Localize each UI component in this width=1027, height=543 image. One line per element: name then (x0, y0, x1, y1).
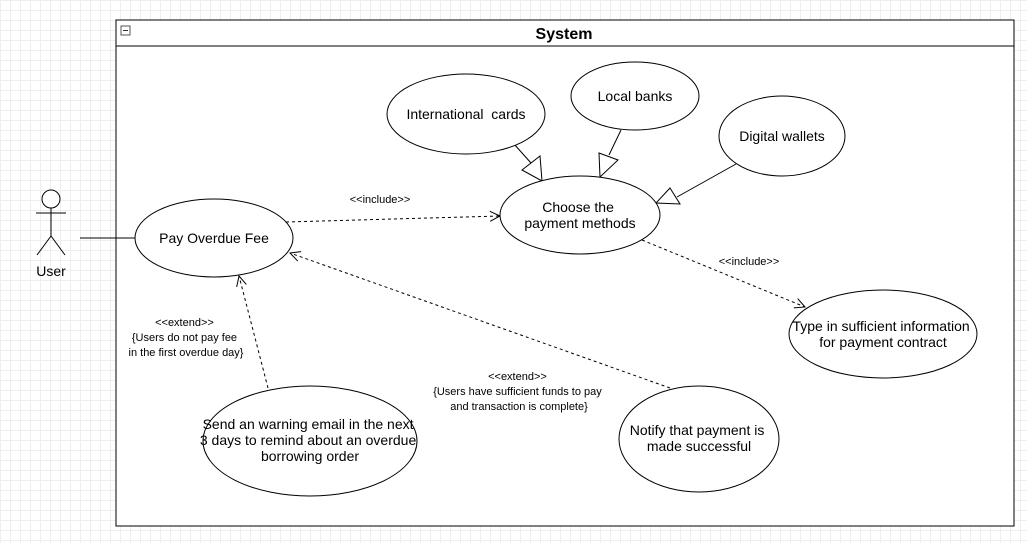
usecase-label: Local banks (598, 88, 673, 104)
extend-label-line: in the first overdue day} (129, 347, 244, 359)
usecase-label-line: borrowing order (261, 448, 359, 464)
usecase-type-information[interactable]: Type in sufficient information for payme… (788, 289, 978, 379)
usecase-label: Pay Overdue Fee (159, 230, 269, 246)
extend-arrow-2 (290, 253, 671, 389)
usecase-label-line: Type in sufficient information (792, 318, 969, 334)
extend-label-line: {Users have sufficient funds to pay (433, 386, 602, 398)
extend-label-line: {Users do not pay fee (132, 332, 237, 344)
extend-label-2: <<extend>> {Users have sufficient funds … (433, 371, 605, 413)
generalization-intl-cards (513, 143, 543, 182)
usecase-label-line: payment methods (524, 215, 635, 231)
usecase-label-line: made successful (647, 438, 751, 454)
usecase-digital-wallets[interactable]: Digital wallets (718, 95, 846, 177)
usecase-label-line: for payment contract (819, 334, 947, 350)
generalization-local-banks (598, 129, 622, 179)
usecase-label-line: Choose the (542, 199, 614, 215)
extend-label-1: <<extend>> {Users do not pay fee in the … (129, 317, 244, 359)
extend-label-line: <<extend>> (488, 371, 547, 383)
usecase-send-warning-email[interactable]: Send an warning email in the next 3 days… (200, 385, 420, 497)
system-title: System (536, 26, 593, 43)
include-label-2: <<include>> (719, 256, 780, 268)
usecase-local-banks[interactable]: Local banks (570, 61, 700, 131)
usecase-label: Send an warning email in the next 3 days… (200, 416, 420, 464)
usecase-label-line: 3 days to remind about an overdue (200, 432, 417, 448)
usecase-label-line: Notify that payment is (630, 422, 765, 438)
actor-head (41, 189, 61, 209)
extend-label-line: <<extend>> (155, 317, 214, 329)
usecase-label: Choose the payment methods (524, 199, 635, 231)
extend-label-line: and transaction is complete} (450, 401, 588, 413)
extend-arrow-1 (239, 276, 269, 389)
include-arrow-2 (641, 239, 805, 307)
usecase-international-cards[interactable]: International cards (386, 73, 546, 155)
usecase-label: Notify that payment is made successful (630, 422, 769, 454)
usecase-notify-payment[interactable]: Notify that payment is made successful (618, 385, 780, 493)
generalization-wallets (654, 163, 737, 205)
usecase-label: International cards (406, 106, 525, 122)
usecase-label: Digital wallets (739, 128, 825, 144)
actor-label: User (36, 263, 66, 279)
collapse-icon[interactable] (120, 25, 131, 36)
usecase-label-line: Send an warning email in the next (203, 416, 414, 432)
usecase-label: Type in sufficient information for payme… (792, 318, 973, 350)
actor-user[interactable]: User (36, 189, 66, 279)
usecase-pay-overdue-fee[interactable]: Pay Overdue Fee (134, 198, 294, 278)
usecase-choose-payment-methods[interactable]: Choose the payment methods (499, 175, 661, 255)
include-label-1: <<include>> (350, 194, 411, 206)
